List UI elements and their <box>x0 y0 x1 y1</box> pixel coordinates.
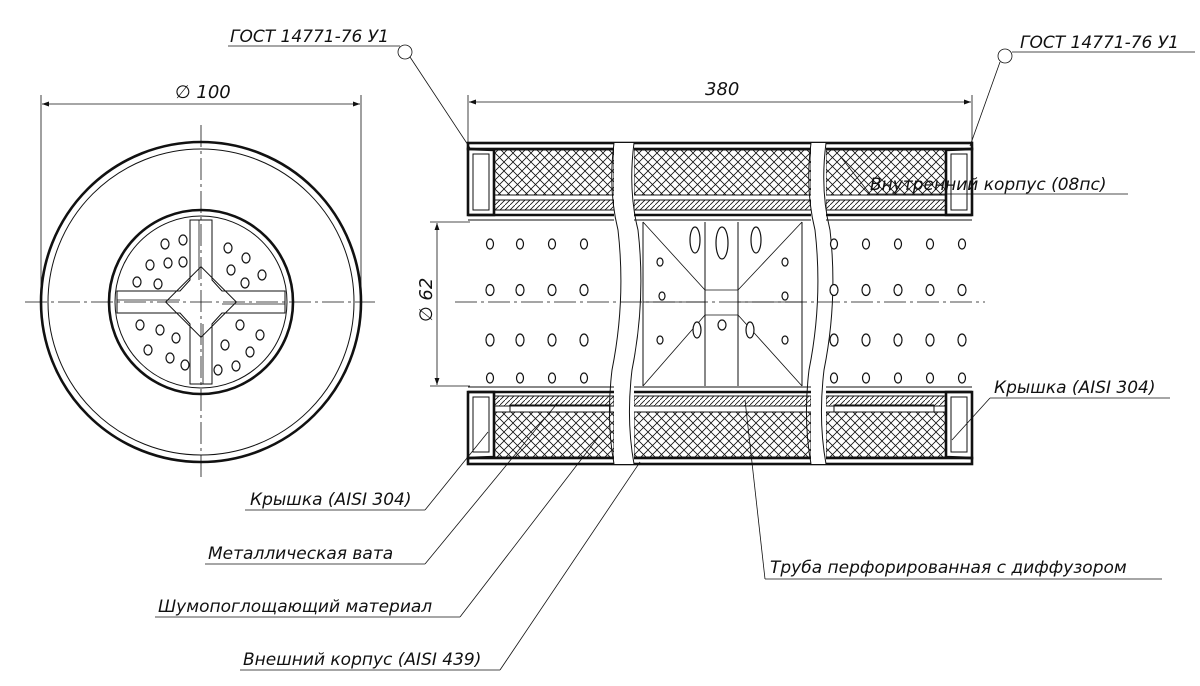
perforation-hole <box>925 283 935 297</box>
outer-casing-label: Внешний корпус (AISI 439) <box>243 650 481 670</box>
perforation-hole <box>547 333 557 347</box>
perforation-hole <box>893 333 903 347</box>
perforation-hole <box>515 238 525 250</box>
sound-absorbing-label: Шумопоглощающий материал <box>158 597 432 617</box>
gost-left-callout <box>228 44 471 149</box>
perforation-hole <box>925 333 935 347</box>
perforation-hole <box>515 283 525 297</box>
perforation-hole <box>485 238 495 250</box>
inner-casing-label: Внутренний корпус (08пс) <box>870 175 1106 195</box>
perforation-hole <box>829 333 839 347</box>
cap-right-label: Крышка (AISI 304) <box>994 378 1156 398</box>
perforation-hole <box>485 372 495 384</box>
perforation-hole <box>957 238 967 250</box>
perforation-hole <box>579 238 589 250</box>
diffuser <box>642 221 803 387</box>
perforation-hole <box>829 238 839 250</box>
dim-length-380: 380 <box>705 79 739 100</box>
perforation-hole <box>829 372 839 384</box>
perforation-hole <box>829 283 839 297</box>
perforation-hole <box>925 372 935 384</box>
perforation-hole <box>515 333 525 347</box>
perforation-hole <box>893 372 903 384</box>
sound-absorbing-leader <box>155 434 601 618</box>
perforation-hole <box>957 283 967 297</box>
metal-wool-leader <box>205 399 561 565</box>
cap-left-label: Крышка (AISI 304) <box>250 490 412 510</box>
perforation-hole <box>579 283 589 297</box>
section-view <box>430 95 985 466</box>
outer-casing-leader <box>240 461 641 671</box>
end-view-holes <box>132 234 267 376</box>
perforation-hole <box>861 333 871 347</box>
end-view <box>25 95 375 480</box>
perforated-pipe-label: Труба перфорированная с диффузором <box>770 558 1127 578</box>
perforation-hole <box>957 333 967 347</box>
perforation-hole <box>485 333 495 347</box>
gost-left-label: ГОСТ 14771-76 У1 <box>230 27 389 47</box>
perforation-hole <box>515 372 525 384</box>
perforation-hole <box>861 283 871 297</box>
inner-casing-leader <box>839 155 1128 195</box>
cap-right-leader <box>951 397 1170 441</box>
perforation-hole <box>861 372 871 384</box>
dim-diameter-62: ∅ 62 <box>416 278 437 322</box>
dim-diameter-100: ∅ 100 <box>175 82 231 103</box>
perforation-hole <box>579 372 589 384</box>
perforation-hole <box>957 372 967 384</box>
perforation-hole <box>925 238 935 250</box>
perforation-hole <box>485 283 495 297</box>
perforation-hole <box>893 238 903 250</box>
gost-right-label: ГОСТ 14771-76 У1 <box>1020 33 1179 53</box>
perforation-hole <box>579 333 589 347</box>
perforated-pipe-leader <box>744 399 1162 580</box>
perforation-hole <box>547 238 557 250</box>
perforation-holes <box>485 238 967 384</box>
perforation-hole <box>547 372 557 384</box>
perforation-hole <box>893 283 903 297</box>
perforation-hole <box>861 238 871 250</box>
metal-wool-label: Металлическая вата <box>208 544 393 564</box>
cap-left-leader <box>245 431 489 511</box>
perforation-hole <box>547 283 557 297</box>
gost-right-callout <box>969 48 1195 147</box>
